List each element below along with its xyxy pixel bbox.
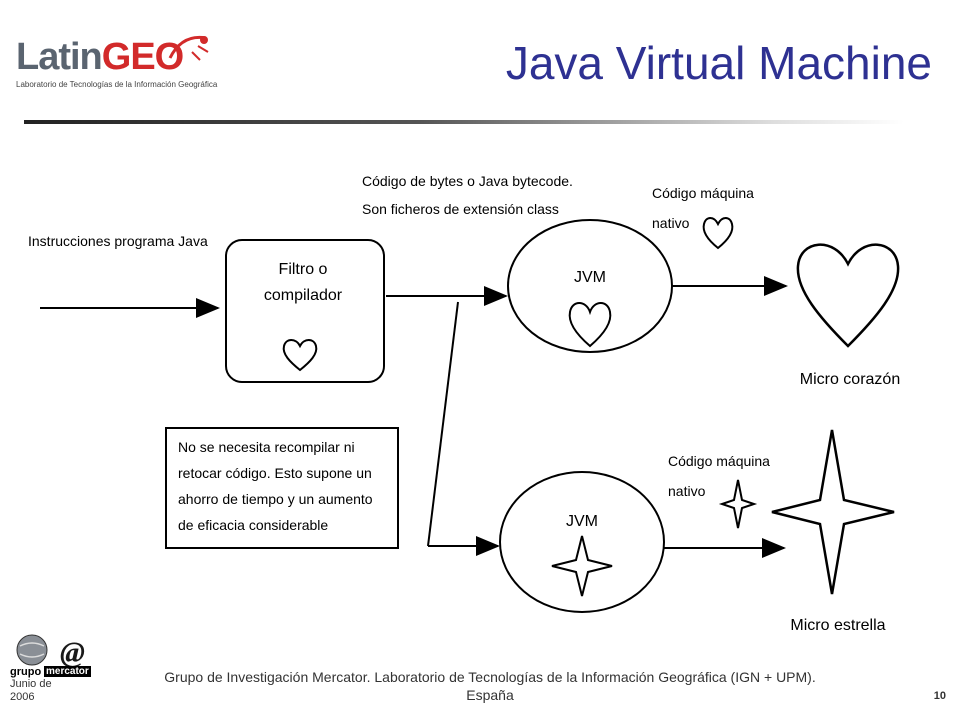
native-bottom-line2: nativo xyxy=(668,483,706,499)
page-title: Java Virtual Machine xyxy=(505,37,932,89)
logo-mercator-text: mercator xyxy=(44,666,91,677)
logo-grupo-text: grupo xyxy=(10,666,42,678)
native-top-line2: nativo xyxy=(652,215,690,231)
globe-lizard-icon xyxy=(168,35,209,61)
compiler-label-line1: Filtro o xyxy=(279,261,328,278)
heart-result-icon xyxy=(796,243,900,348)
bytecode-label-line2: Son ficheros de extensión class xyxy=(362,201,559,217)
footer-credit: Grupo de Investigación Mercator. Laborat… xyxy=(120,668,860,704)
footer-date: Junio de 2006 xyxy=(10,678,52,703)
heart-native-icon xyxy=(702,217,734,250)
svg-text:@: @ xyxy=(60,636,85,666)
note-line1: No se necesita recompilar ni xyxy=(178,439,355,455)
globe-at-icon: @ xyxy=(16,634,85,666)
jvm-top-label: JVM xyxy=(574,269,606,286)
latingeo-logo: LatinGEO Laboratorio de Tecnologías de l… xyxy=(12,30,217,90)
jvm-diagram: Instrucciones programa Java Filtro o com… xyxy=(28,173,900,634)
star-result-icon xyxy=(771,429,895,595)
grupo-mercator-logo: @ grupo mercator xyxy=(10,632,96,684)
note-line4: de eficacia considerable xyxy=(178,517,328,533)
jvm-bottom-label: JVM xyxy=(566,513,598,530)
native-top-line1: Código máquina xyxy=(652,185,754,201)
footer-credit-line1: Grupo de Investigación Mercator. Laborat… xyxy=(164,669,816,685)
note-line2: retocar código. Esto supone un xyxy=(178,465,372,481)
logo-main-text: Latin xyxy=(16,36,103,78)
result-bottom-label: Micro estrella xyxy=(790,617,885,634)
page-number: 10 xyxy=(933,690,946,702)
bytecode-label-line1: Código de bytes o Java bytecode. xyxy=(362,173,573,189)
heart-jvm-icon xyxy=(568,302,612,348)
compiler-box xyxy=(225,239,385,383)
star-native-icon xyxy=(718,479,758,529)
title-divider xyxy=(24,120,904,124)
note-line3: ahorro de tiempo y un aumento xyxy=(178,491,373,507)
heart-source-icon xyxy=(282,339,318,372)
footer-credit-line2: España xyxy=(466,687,514,703)
branch-line xyxy=(427,301,459,547)
note-box xyxy=(165,427,399,549)
result-top-label: Micro corazón xyxy=(800,371,900,388)
logo-tagline: Laboratorio de Tecnologías de la Informa… xyxy=(16,80,218,89)
native-bottom-line1: Código máquina xyxy=(668,453,770,469)
input-label: Instrucciones programa Java xyxy=(28,233,208,249)
logo-wordmark: LatinGEO xyxy=(16,36,184,79)
star-jvm-icon xyxy=(551,535,613,597)
compiler-label-line2: compilador xyxy=(264,287,343,304)
